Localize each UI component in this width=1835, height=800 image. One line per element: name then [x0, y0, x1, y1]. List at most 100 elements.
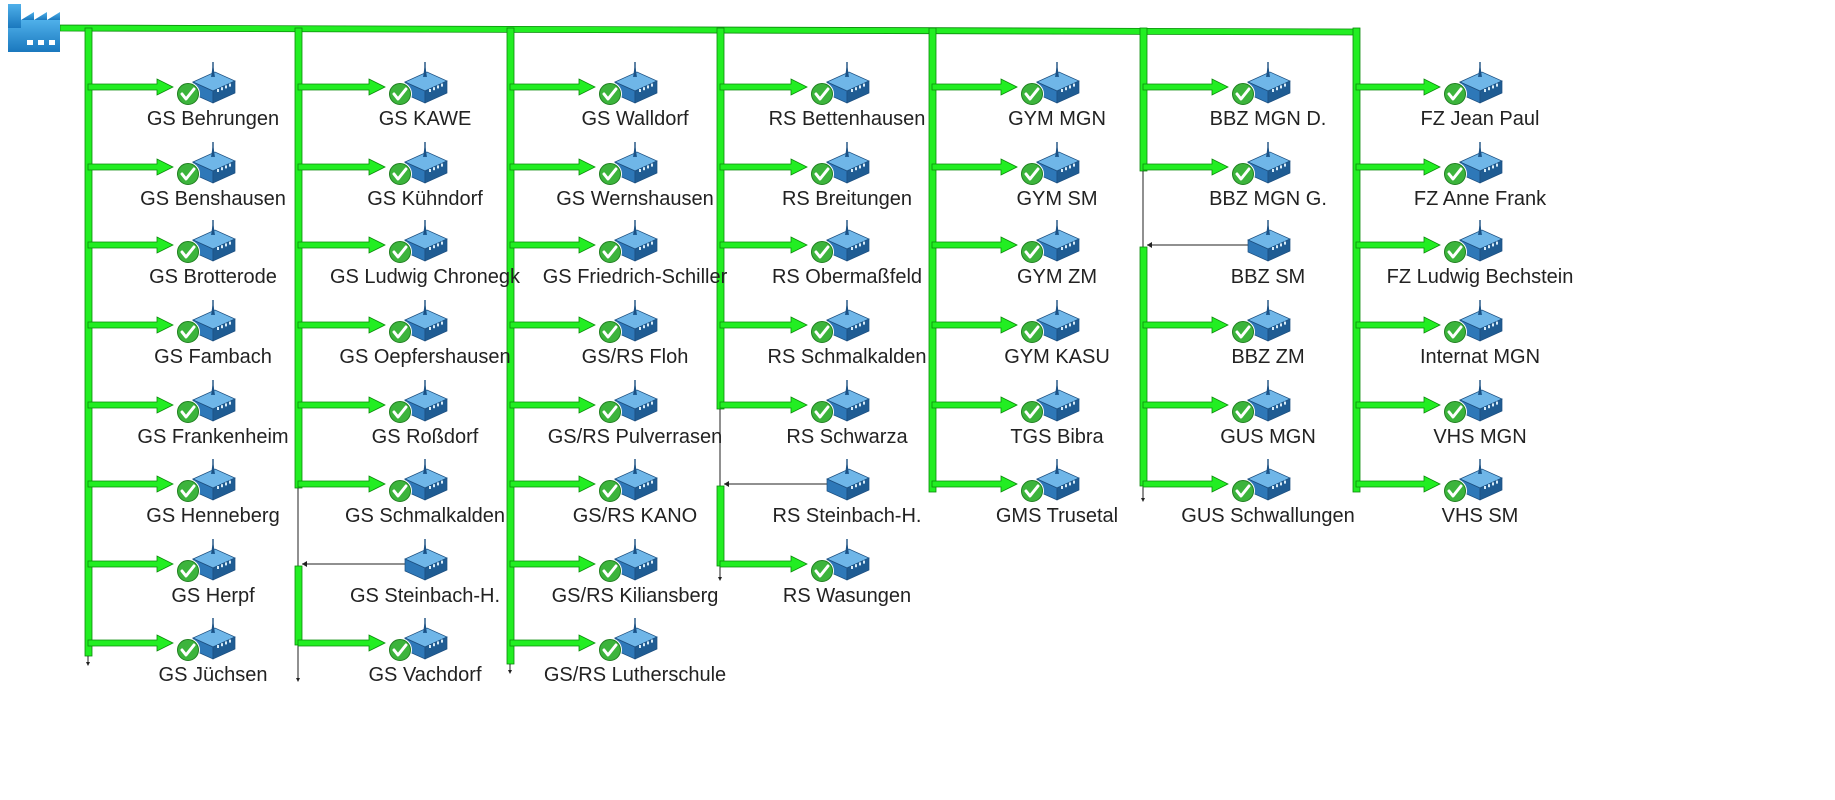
device-fz-2[interactable] [1443, 220, 1503, 264]
device-rs-5[interactable] [826, 459, 870, 501]
trunk-bbz-end-arrow [1141, 498, 1145, 502]
device-gs-2-1[interactable] [388, 142, 448, 186]
node-label: GS Brotterode [149, 266, 277, 288]
device-bbz-2[interactable] [1247, 220, 1291, 262]
node-label: GYM ZM [1017, 266, 1097, 288]
device-gym-5[interactable] [1020, 459, 1080, 503]
trunk-gym [928, 27, 937, 493]
device-fz-0[interactable] [1443, 62, 1503, 106]
link-gym-5 [931, 475, 1018, 493]
checkmark-badge-icon [598, 559, 622, 583]
link-gs-2-0 [297, 78, 386, 96]
checkmark-badge-icon [1443, 320, 1467, 344]
device-rs-0[interactable] [810, 62, 870, 106]
checkmark-badge-icon [176, 240, 200, 264]
device-gym-2[interactable] [1020, 220, 1080, 264]
link-gs-1-2 [87, 236, 174, 254]
checkmark-badge-icon [176, 559, 200, 583]
node-label: GS Schmalkalden [345, 505, 505, 527]
device-rs-3[interactable] [810, 300, 870, 344]
node-label: RS Breitungen [782, 188, 912, 210]
device-gs-rs-6[interactable] [598, 539, 658, 583]
device-gs-rs-4[interactable] [598, 380, 658, 424]
node-label: TGS Bibra [1010, 426, 1104, 448]
link-fz-1 [1355, 158, 1441, 176]
trunk-bbz [1139, 27, 1148, 172]
device-bbz-1[interactable] [1231, 142, 1291, 186]
device-gs-rs-0[interactable] [598, 62, 658, 106]
device-bbz-5[interactable] [1231, 459, 1291, 503]
device-rs-1[interactable] [810, 142, 870, 186]
device-gym-1[interactable] [1020, 142, 1080, 186]
device-gs-rs-3[interactable] [598, 300, 658, 344]
node-label: GYM KASU [1004, 346, 1110, 368]
node-label: GS Vachdorf [368, 664, 481, 686]
device-gs-2-3[interactable] [388, 300, 448, 344]
trunk-gs-1-end-arrow [86, 662, 90, 666]
link-rs-4 [719, 396, 808, 414]
device-rs-2[interactable] [810, 220, 870, 264]
device-gs-1-2[interactable] [176, 220, 236, 264]
link-gs-rs-5 [509, 475, 596, 493]
checkmark-badge-icon [598, 82, 622, 106]
checkmark-badge-icon [176, 320, 200, 344]
device-gs-2-2[interactable] [388, 220, 448, 264]
device-gs-1-6[interactable] [176, 539, 236, 583]
link-gs-rs-3 [509, 316, 596, 334]
device-gs-rs-1[interactable] [598, 142, 658, 186]
device-fz-4[interactable] [1443, 380, 1503, 424]
link-gym-2 [931, 236, 1018, 254]
node-label: GS Roßdorf [372, 426, 479, 448]
trunk-rs-lower [716, 485, 725, 567]
link-gs-1-6 [87, 555, 174, 573]
link-gs-2-5 [297, 475, 386, 493]
root-node[interactable] [8, 4, 60, 52]
device-gs-1-1[interactable] [176, 142, 236, 186]
device-gym-0[interactable] [1020, 62, 1080, 106]
checkmark-badge-icon [598, 240, 622, 264]
link-rs-2 [719, 236, 808, 254]
checkmark-badge-icon [388, 479, 412, 503]
device-gym-3[interactable] [1020, 300, 1080, 344]
link-gs-2-3 [297, 316, 386, 334]
node-label: GYM SM [1016, 188, 1097, 210]
device-bbz-4[interactable] [1231, 380, 1291, 424]
main-uplink-line [59, 24, 1357, 36]
device-gs-2-0[interactable] [388, 62, 448, 106]
device-gs-rs-5[interactable] [598, 459, 658, 503]
node-label: GS Fambach [154, 346, 272, 368]
link-fz-5 [1355, 475, 1441, 493]
node-label: GS Behrungen [147, 108, 279, 130]
device-fz-1[interactable] [1443, 142, 1503, 186]
device-gs-1-0[interactable] [176, 62, 236, 106]
device-gs-2-5[interactable] [388, 459, 448, 503]
device-bbz-0[interactable] [1231, 62, 1291, 106]
node-label: FZ Ludwig Bechstein [1387, 266, 1574, 288]
device-gs-1-3[interactable] [176, 300, 236, 344]
device-rs-6[interactable] [810, 539, 870, 583]
checkmark-badge-icon [810, 320, 834, 344]
link-gs-1-7 [87, 634, 174, 652]
device-rs-4[interactable] [810, 380, 870, 424]
node-label: GUS MGN [1220, 426, 1316, 448]
device-gs-rs-7[interactable] [598, 618, 658, 662]
checkmark-badge-icon [1443, 162, 1467, 186]
device-fz-5[interactable] [1443, 459, 1503, 503]
node-label: GS Henneberg [146, 505, 279, 527]
device-gym-4[interactable] [1020, 380, 1080, 424]
node-label: RS Obermaßfeld [772, 266, 922, 288]
device-gs-2-6[interactable] [404, 539, 448, 581]
trunk-fz [1352, 27, 1361, 493]
device-fz-3[interactable] [1443, 300, 1503, 344]
device-gs-1-4[interactable] [176, 380, 236, 424]
device-gs-1-5[interactable] [176, 459, 236, 503]
device-gs-2-7[interactable] [388, 618, 448, 662]
checkmark-badge-icon [810, 82, 834, 106]
device-bbz-3[interactable] [1231, 300, 1291, 344]
node-label: GS Walldorf [581, 108, 689, 130]
link-gs-rs-0 [509, 78, 596, 96]
device-gs-1-7[interactable] [176, 618, 236, 662]
device-gs-rs-2[interactable] [598, 220, 658, 264]
link-gym-1 [931, 158, 1018, 176]
device-gs-2-4[interactable] [388, 380, 448, 424]
